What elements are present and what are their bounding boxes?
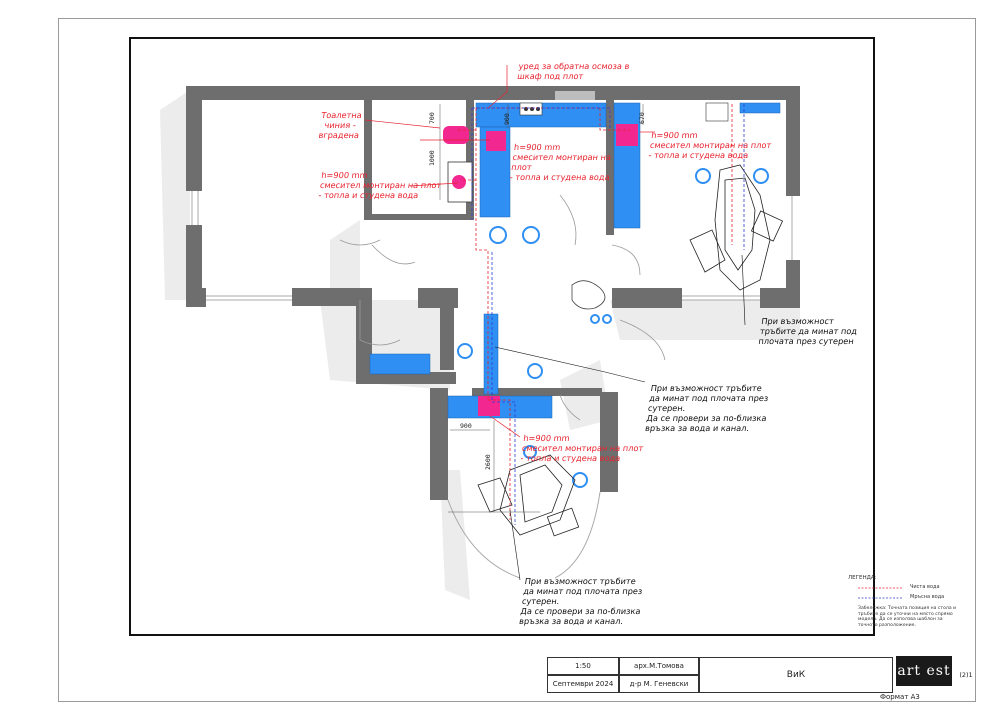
walls <box>186 86 800 500</box>
sheet-border <box>58 18 976 702</box>
drawing-frame <box>129 37 875 636</box>
legend-remark: Забележка: Точната позиция на стола и тр… <box>858 606 957 628</box>
note-osmosis: уред за обратна осмоза в шкаф под плот <box>516 61 631 81</box>
dim-2600: 2600 <box>484 454 492 470</box>
note-mixer-right: h=900 mm смесител монтиран на плот - топ… <box>647 130 773 160</box>
clean-water-lines <box>458 104 733 520</box>
tb-scale: 1:50 <box>547 657 619 675</box>
doors <box>339 194 666 421</box>
legend-waste-water: Мръсна вода <box>910 594 945 600</box>
note-pipes-bottom: При възможност тръбите да минат под плоч… <box>518 576 644 626</box>
tb-architect: арх.М.Томова <box>619 657 699 675</box>
leader-lines <box>364 65 655 438</box>
tb-sheet-title: ВиК <box>699 657 893 693</box>
fixtures <box>443 102 729 416</box>
tb-doctor: д-р М. Геневски <box>619 675 699 693</box>
tb-sheet-number: (2)1 <box>959 671 973 679</box>
dental-units <box>477 164 784 537</box>
tb-format: Формат А3 <box>880 693 920 701</box>
legend-swatches <box>858 587 902 599</box>
legend-clean-water: Чиста вода <box>910 584 940 590</box>
dim-700: 700 <box>428 112 436 124</box>
note-mixer-small: h=900 mm смесител монтиран на плот - топ… <box>317 170 443 200</box>
dim-900-top: 900 <box>503 113 511 125</box>
waste-water-lines <box>471 104 745 525</box>
artest-logo: art est <box>896 656 952 686</box>
dimension-lines <box>439 104 644 513</box>
chairs <box>457 168 769 488</box>
note-mixer-bottom: h=900 mm смесител монтиран на плот - топ… <box>519 433 645 463</box>
black-leaders <box>494 254 746 581</box>
legend-title: ЛЕГЕНДА: <box>848 575 877 581</box>
dim-1000: 1000 <box>428 150 436 166</box>
note-pipes-middle: При възможност тръбите да минат под плоч… <box>644 383 770 433</box>
dim-670: 670 <box>638 112 646 124</box>
note-toilet: Тоалетна чиния - вградена <box>317 110 363 140</box>
note-mixer-center: h=900 mm смесител монтиран на плот - топ… <box>509 142 612 182</box>
tb-date: Септември 2024 <box>547 675 619 693</box>
dim-900-bottom: 900 <box>460 422 472 430</box>
note-pipes-right: При възможност тръбите да минат под плоч… <box>757 316 858 346</box>
